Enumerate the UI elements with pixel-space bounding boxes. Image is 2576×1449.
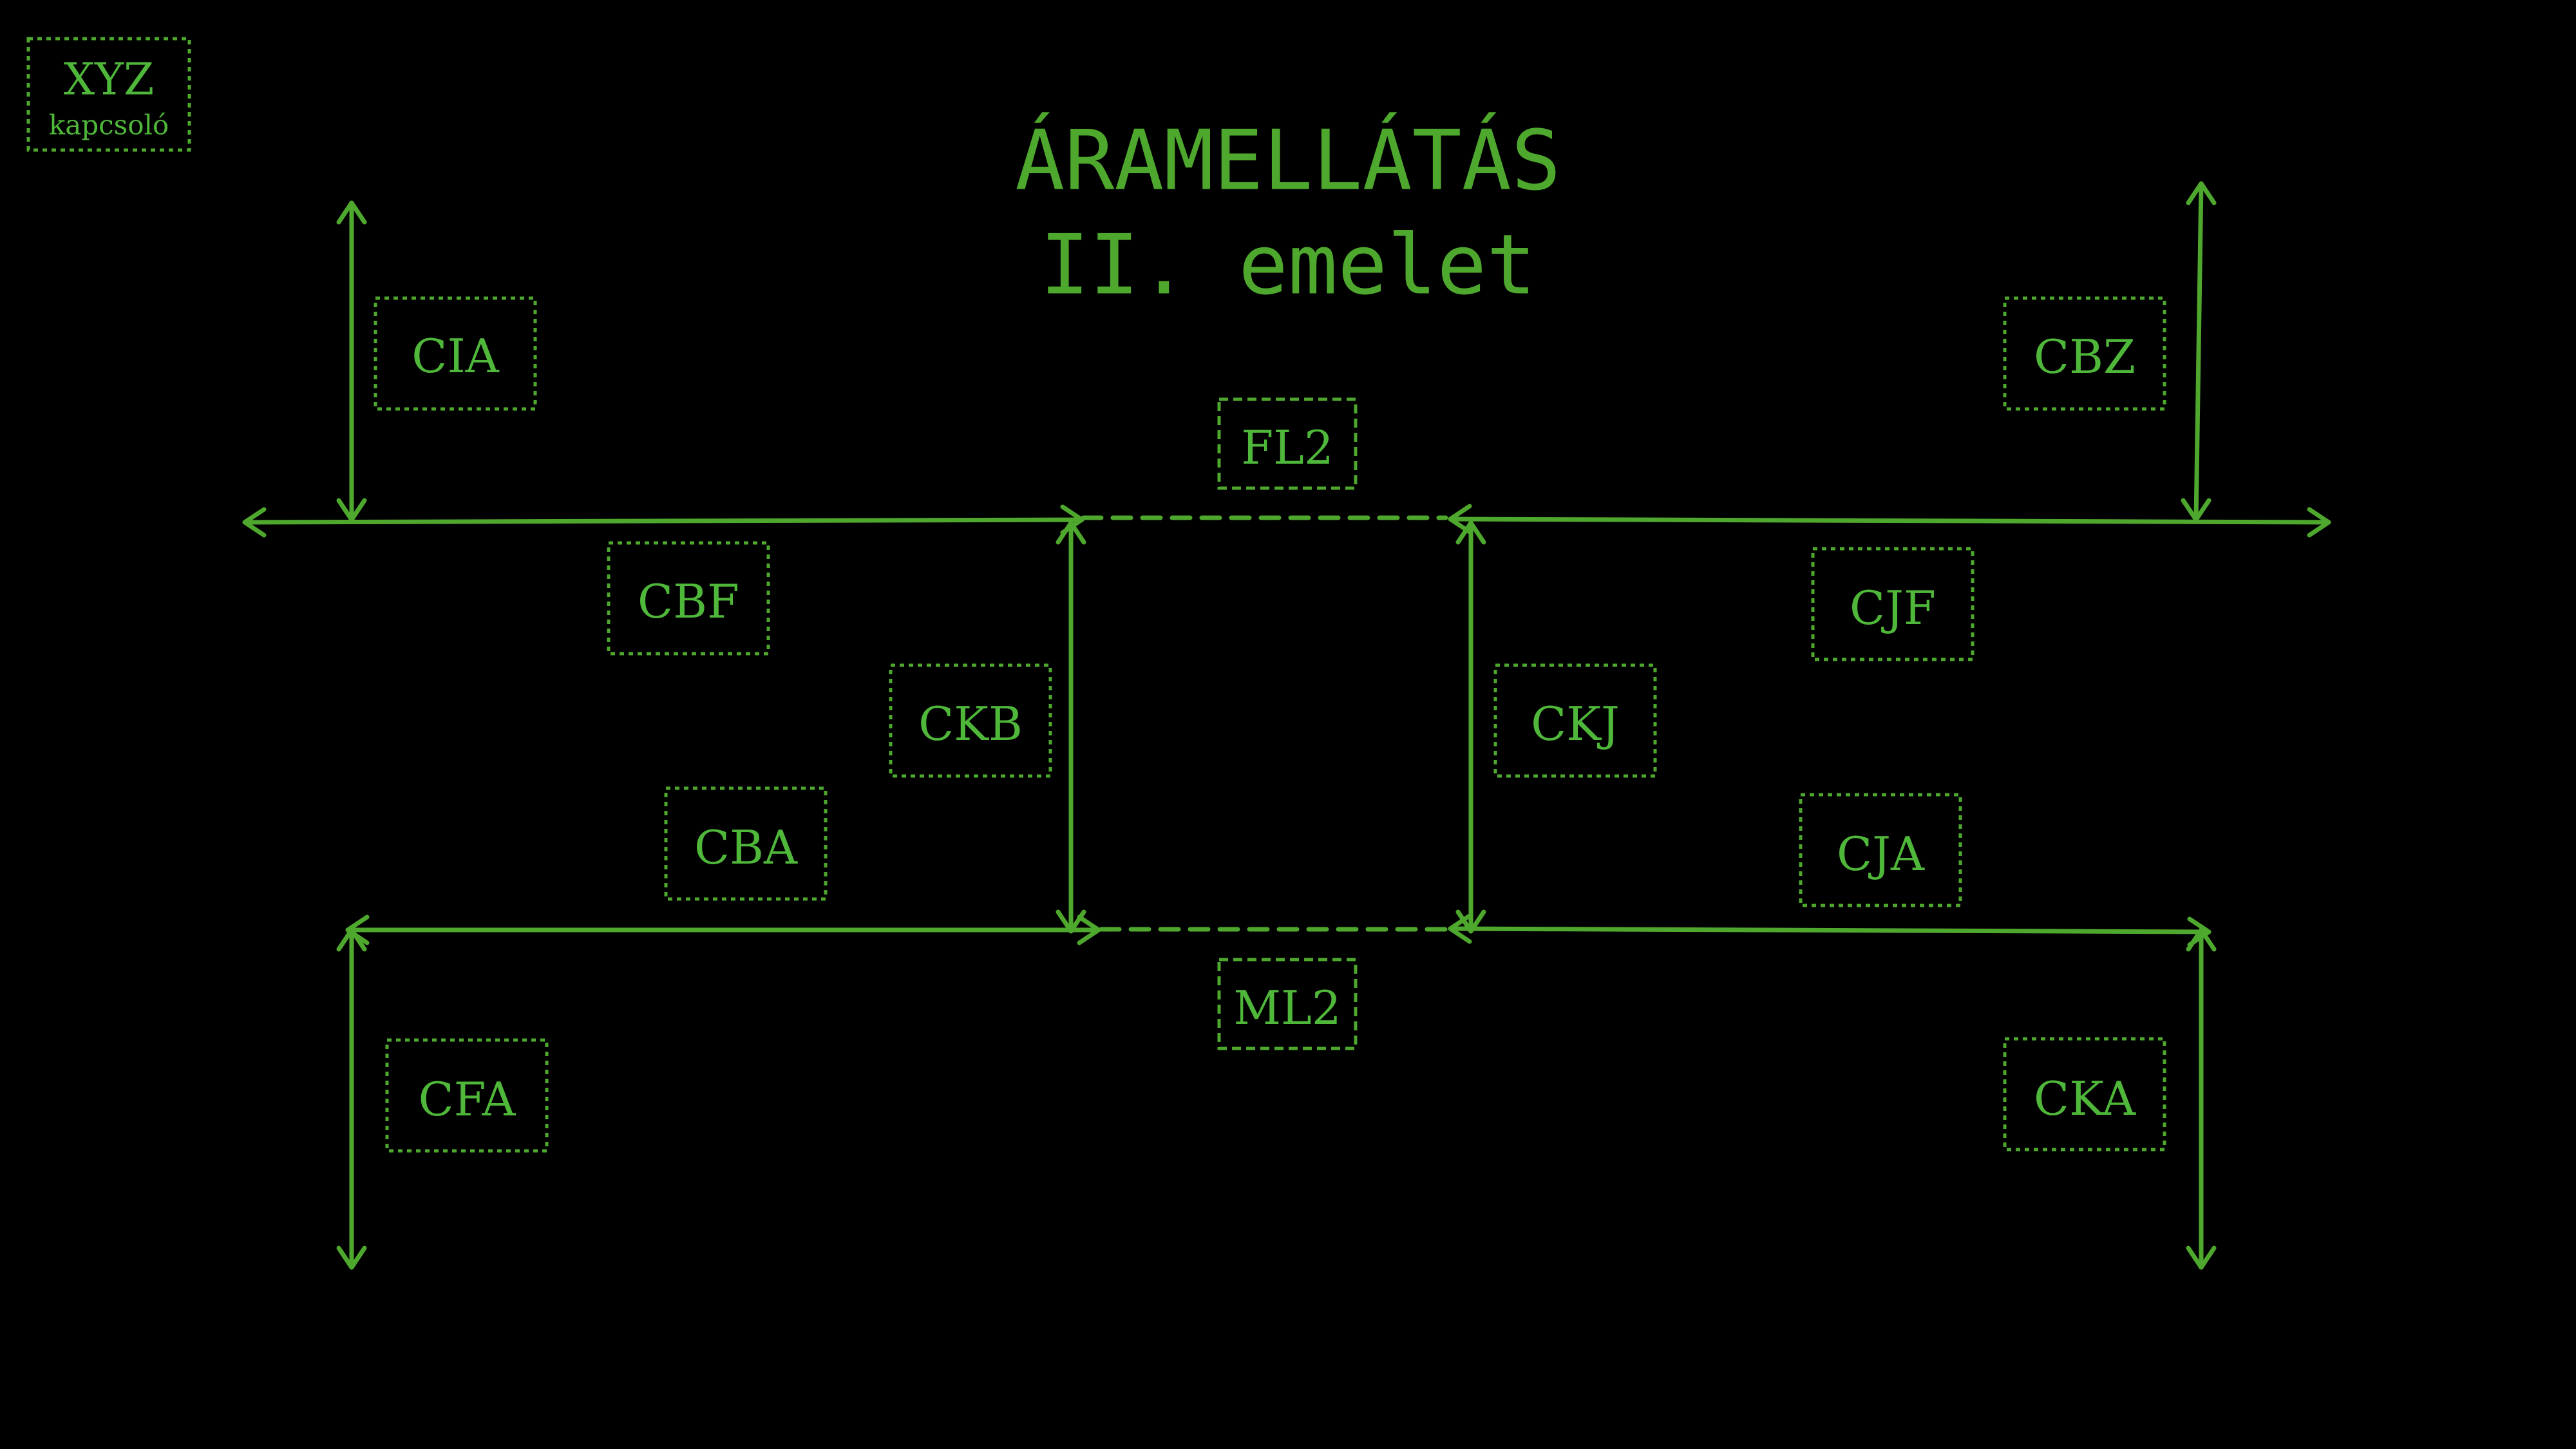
diagram-subtitle: II. emelet	[1040, 218, 1537, 314]
top-right-bus-line	[1448, 516, 2331, 525]
top-right-bus-left-arrowhead	[1448, 504, 1472, 535]
top-right-vertical-line	[2193, 181, 2204, 522]
top-left-bus-line	[242, 517, 1084, 525]
bottom-left-bus-left-arrowhead	[345, 914, 370, 945]
box-ml2: ML2	[1217, 958, 1358, 1050]
box-cbz: CBZ	[2003, 296, 2166, 411]
box-cba: CBA	[664, 786, 828, 901]
box-cbz-label: CBZ	[2034, 330, 2136, 384]
logo-main-text: XYZ	[64, 55, 155, 106]
box-ckj-label: CKJ	[1531, 697, 1620, 751]
top-right-vertical-down-arrowhead	[2181, 498, 2211, 522]
box-ckb: CKB	[889, 663, 1052, 778]
diagram-title: ÁRAMELLÁTÁS	[1015, 113, 1561, 209]
middle-left-vertical-up-arrowhead	[1056, 520, 1086, 545]
power-lines	[242, 181, 2331, 1270]
bottom-right-bus-left-arrowhead	[1448, 913, 1472, 944]
top-right-bus-right-arrowhead	[2307, 507, 2331, 538]
logo-sub-text: kapcsoló	[49, 109, 169, 141]
box-cja: CJA	[1799, 793, 1962, 907]
middle-right-vertical-up-arrowhead	[1455, 520, 1486, 545]
bottom-right-vertical-down-arrowhead	[2186, 1245, 2217, 1270]
bottom-right-vertical-up-arrowhead	[2186, 927, 2217, 952]
top-left-vertical-up-arrowhead	[336, 200, 367, 225]
box-fl2: FL2	[1217, 397, 1358, 490]
bottom-left-bus-right-arrowhead	[1077, 914, 1101, 945]
box-cja-label: CJA	[1837, 827, 1925, 881]
top-left-vertical-down-arrowhead	[336, 498, 367, 522]
bottom-left-vertical-down-arrowhead	[336, 1245, 367, 1270]
box-ckb-label: CKB	[918, 697, 1023, 751]
logo: XYZ kapcsoló	[26, 37, 191, 152]
box-cfa-label: CFA	[419, 1072, 516, 1126]
equipment-boxes: CIA CBZ FL2 CBF CJF CKB CKJ CBA	[374, 296, 2166, 1153]
box-cka-label: CKA	[2034, 1072, 2136, 1126]
box-cba-label: CBA	[694, 820, 798, 875]
box-ml2-label: ML2	[1233, 981, 1341, 1035]
box-cjf: CJF	[1811, 547, 1975, 661]
box-cka: CKA	[2003, 1037, 2166, 1151]
bottom-right-bus-line	[1448, 926, 2211, 934]
box-cbf-label: CBF	[638, 574, 739, 629]
logo-frame	[26, 37, 191, 152]
box-ckj: CKJ	[1493, 663, 1657, 778]
box-cia-label: CIA	[412, 329, 500, 383]
top-right-vertical-up-arrowhead	[2186, 181, 2217, 205]
box-cbf: CBF	[607, 541, 770, 656]
top-left-bus-left-arrowhead	[242, 507, 267, 538]
box-cia: CIA	[374, 296, 537, 411]
bottom-left-vertical-up-arrowhead	[336, 927, 367, 952]
box-cfa: CFA	[385, 1038, 549, 1153]
box-cjf-label: CJF	[1850, 581, 1936, 635]
box-fl2-label: FL2	[1241, 421, 1334, 475]
